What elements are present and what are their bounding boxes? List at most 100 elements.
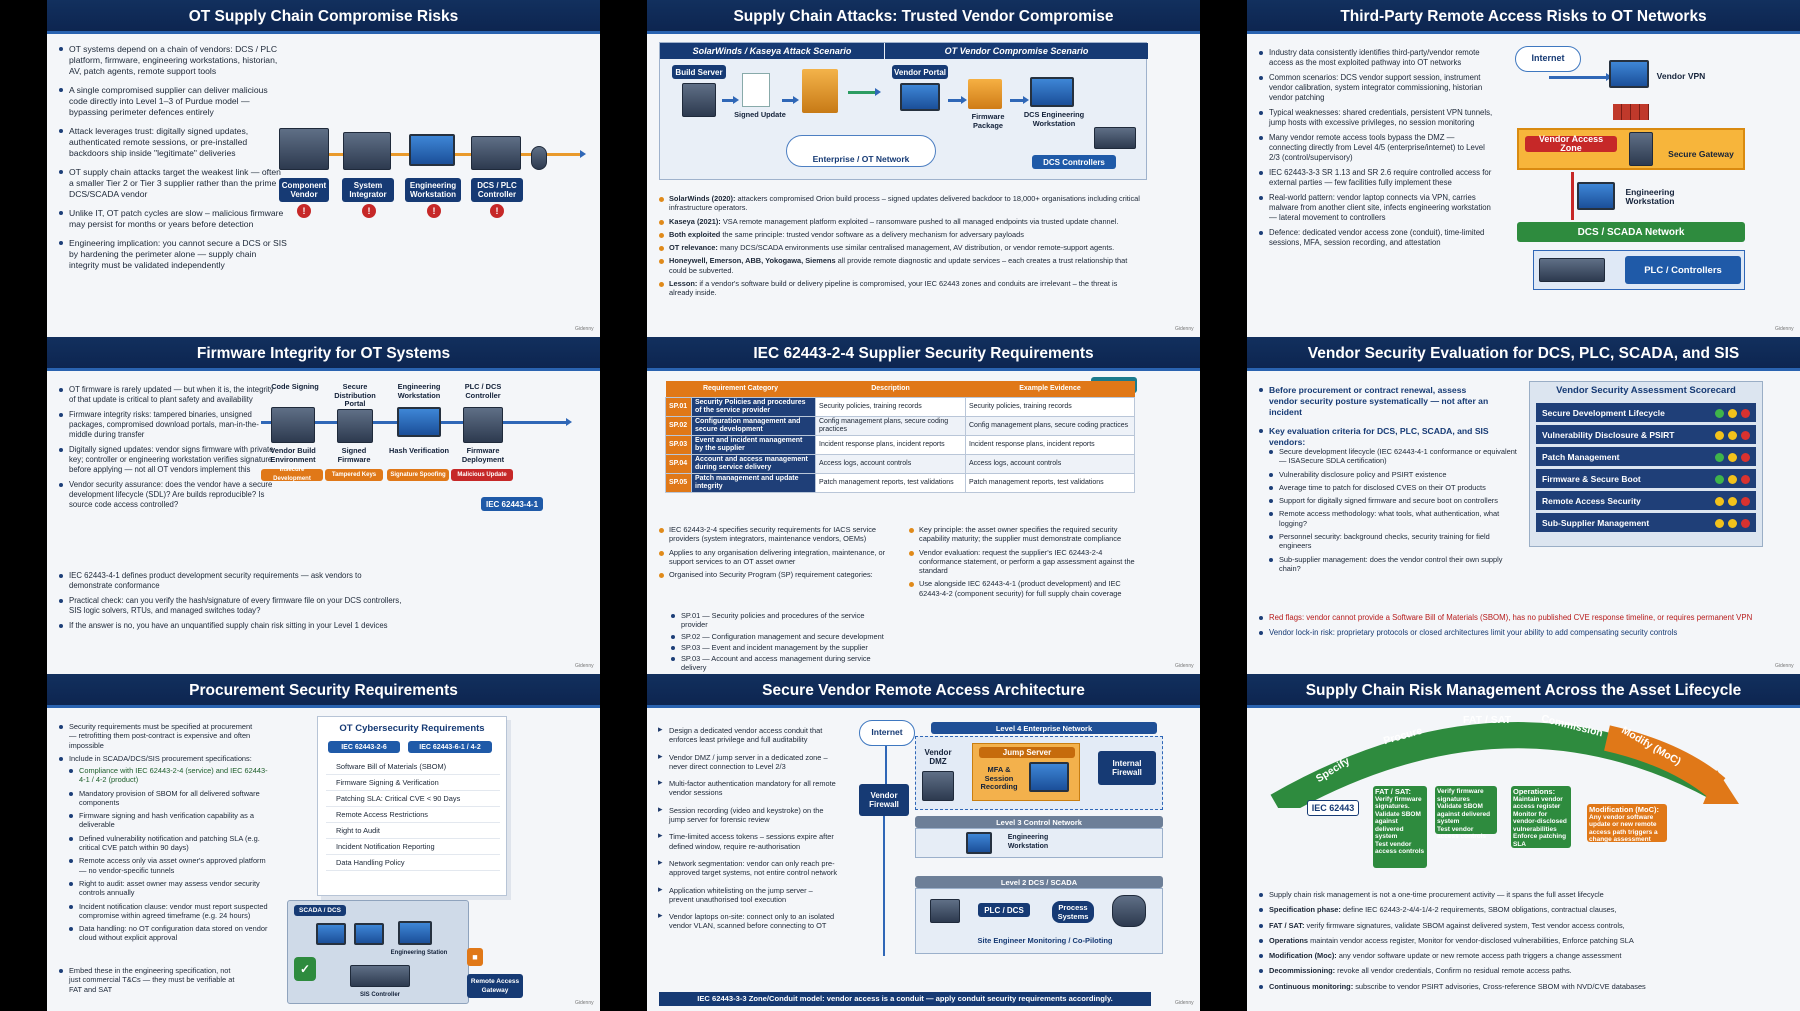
table-cell: Event and incident management by the sup… xyxy=(691,434,816,455)
step-label: Code Signing xyxy=(271,382,319,391)
bullet: Practical check: can you verify the hash… xyxy=(59,596,407,616)
step-label: Engineering Workstation xyxy=(397,382,441,400)
slide-title: OT Supply Chain Compromise Risks xyxy=(47,0,600,34)
rating-dot-icon xyxy=(1728,474,1737,484)
chain-step: Engineering Workstation xyxy=(405,178,461,202)
sub-bullet: SP.03 — Account and access management du… xyxy=(671,654,889,673)
doc-item: Patching SLA: Critical CVE < 90 Days xyxy=(326,791,500,807)
padlock-icon: ■ xyxy=(467,948,483,966)
controllers-icon xyxy=(1094,127,1136,149)
requirements-document: OT Cybersecurity Requirements IEC 62443-… xyxy=(317,716,507,896)
bullet: Common scenarios: DCS vendor support ses… xyxy=(1259,73,1493,103)
lock-in-bullet: Vendor lock-in risk: proprietary protoco… xyxy=(1259,628,1757,638)
server-icon xyxy=(682,83,716,117)
dmz-zone: Vendor DMZ Jump Server MFA & Session Rec… xyxy=(915,736,1163,810)
document-icon xyxy=(742,73,770,107)
rating-dot-icon xyxy=(1741,408,1750,418)
bullet-list: OT systems depend on a chain of vendors:… xyxy=(47,36,297,279)
rating-dot-icon xyxy=(1741,518,1750,528)
chain-step: Component Vendor xyxy=(279,178,329,202)
bullet-list: IEC 62443-4-1 defines product developmen… xyxy=(47,563,417,636)
jump-server-label: Jump Server xyxy=(979,747,1075,758)
scada-label: SCADA / DCS xyxy=(294,905,346,916)
watermark: Gidenny xyxy=(575,663,594,669)
scorecard-label: Patch Management xyxy=(1542,451,1620,462)
sub-bullet: Secure development lifecycle (IEC 62443-… xyxy=(1269,447,1517,466)
server-icon xyxy=(922,771,954,801)
rating-dot-icon xyxy=(1741,474,1750,484)
dcs-ws-label: DCS Engineering Workstation xyxy=(1023,110,1085,128)
bullet: Vendor DMZ / jump server in a dedicated … xyxy=(658,752,837,772)
jump-server-box: Jump Server MFA & Session Recording xyxy=(972,743,1080,801)
diagram-header: SolarWinds / Kaseya Attack Scenario xyxy=(660,43,884,59)
bullet-list: Before procurement or contract renewal, … xyxy=(1247,377,1507,451)
scorecard-label: Secure Development Lifecycle xyxy=(1542,407,1665,418)
rating-indicator xyxy=(1711,407,1750,418)
sub-bullet: Right to audit: asset owner may assess v… xyxy=(69,879,269,898)
table-header: Example Evidence xyxy=(1019,385,1081,393)
slide-trusted-vendor-compromise: Supply Chain Attacks: Trusted Vendor Com… xyxy=(647,0,1200,337)
bullet: Specification phase: define IEC 62443-2-… xyxy=(1259,905,1757,914)
table-header: Requirement Category xyxy=(702,385,779,393)
package-icon xyxy=(802,69,838,113)
iec-tag: IEC 62443 xyxy=(1307,800,1359,816)
dcs-scada-network: DCS / SCADA Network xyxy=(1517,222,1745,242)
warning-icon: ! xyxy=(490,204,504,218)
sub-bullet: SP.02 — Configuration management and sec… xyxy=(671,632,889,641)
plc-dcs-label: PLC / DCS xyxy=(978,903,1030,917)
sub-bullet: Mandatory provision of SBOM for all deli… xyxy=(69,789,269,808)
table-header: Description xyxy=(871,385,910,393)
vendor-firewall: Vendor Firewall xyxy=(859,784,909,816)
bullet: Vendor evaluation: request the supplier'… xyxy=(909,548,1142,576)
sub-bullet: Incident notification clause: vendor mus… xyxy=(69,901,268,920)
internal-firewall: Internal Firewall xyxy=(1098,751,1156,785)
secure-gateway-label: Secure Gateway xyxy=(1668,149,1734,159)
bullet: Embed these in the engineering specifica… xyxy=(59,966,237,994)
watermark: Gidenny xyxy=(575,326,594,332)
bullet-list: OT firmware is rarely updated — but when… xyxy=(47,377,287,515)
sub-bullet: Sub-supplier management: does the vendor… xyxy=(1269,555,1517,574)
vendor-access-zone: Vendor Access Zone Secure Gateway xyxy=(1517,128,1745,170)
firmware-package-label: Firmware Package xyxy=(971,112,1005,130)
gateway-icon xyxy=(1629,132,1653,166)
bullet: Lesson: if a vendor's software build or … xyxy=(659,279,1142,298)
bullet: Industry data consistently identifies th… xyxy=(1259,48,1493,68)
watermark: Gidenny xyxy=(575,1000,594,1006)
bullet: Digitally signed updates: vendor signs f… xyxy=(59,445,277,475)
bullet: Vendor security assurance: does the vend… xyxy=(59,480,277,510)
trunk-line xyxy=(883,816,885,956)
bullet-list: Security requirements must be specified … xyxy=(47,714,267,767)
rating-dot-icon xyxy=(1741,496,1750,506)
lifecycle-card: Modification (MoC):Any vendor software u… xyxy=(1587,804,1667,843)
mfa-label: MFA & Session Recording xyxy=(980,765,1018,791)
workstation-icon xyxy=(966,832,992,854)
bullet: Before procurement or contract renewal, … xyxy=(1259,385,1497,418)
scorecard-row: Vulnerability Disclosure & PSIRT xyxy=(1536,425,1756,444)
slide-title: Secure Vendor Remote Access Architecture xyxy=(647,674,1200,708)
vendor-portal-label: Vendor Portal xyxy=(892,65,948,79)
iec-badge: IEC 62443 xyxy=(1091,377,1137,393)
chain-step: System Integrator xyxy=(342,178,394,202)
rating-dot-icon xyxy=(1728,518,1737,528)
bullet: Operations maintain vendor access regist… xyxy=(1259,936,1757,945)
bullet: If the answer is no, you have an unquant… xyxy=(59,621,407,631)
sub-bullet: Support for digitally signed firmware an… xyxy=(1269,496,1517,505)
sub-bullet: Personnel security: background checks, s… xyxy=(1269,532,1517,551)
firmware-box-icon xyxy=(968,79,1002,109)
lifecycle-card: FAT / SAT:Verify firmware signatures.Val… xyxy=(1373,786,1427,868)
rating-indicator xyxy=(1711,495,1750,506)
bullet: OT relevance: many DCS/SCADA environment… xyxy=(659,243,1142,252)
watermark: Gidenny xyxy=(1775,326,1794,332)
sub-bullet-list: Secure development lifecycle (IEC 62443-… xyxy=(1257,439,1527,577)
scorecard-label: Remote Access Security xyxy=(1542,495,1641,506)
bullet: Organised into Security Program (SP) req… xyxy=(659,570,887,579)
bullet: A single compromised supplier can delive… xyxy=(59,85,287,118)
watermark: Gidenny xyxy=(1175,663,1194,669)
bullet-list: SolarWinds (2020): attackers compromised… xyxy=(647,186,1152,302)
standard-tag: IEC 62443-6-1 / 4-2 xyxy=(408,741,492,753)
laptop-icon xyxy=(900,83,940,111)
rating-indicator xyxy=(1711,473,1750,484)
